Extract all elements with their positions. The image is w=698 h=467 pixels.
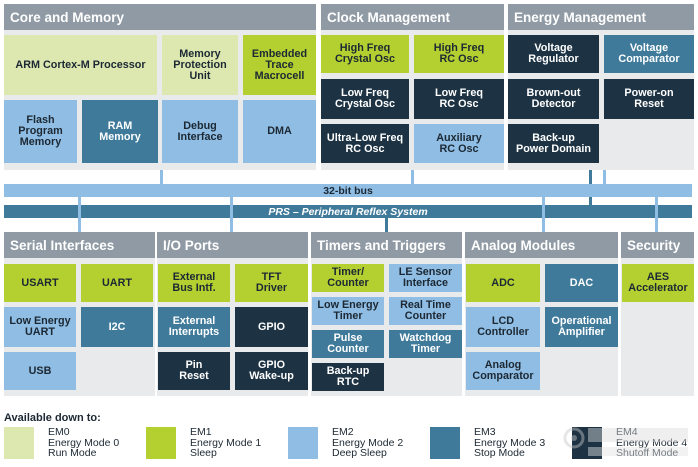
debug-interface-block: Debug Interface [162,100,238,163]
adc-block: ADC [466,264,540,302]
timers-triggers-header: Timers and Triggers [311,232,462,258]
flash-program-memory-block: Flash Program Memory [4,100,77,163]
arm-cortex-m-processor-block: ARM Cortex-M Processor [4,35,157,95]
energy-management-header: Energy Management [508,4,694,30]
legend-code: EM2 [332,426,354,438]
operational-amplifier-block: Operational Amplifier [545,307,618,347]
bus-connector [655,197,658,232]
external-interrupts-block: External Interrupts [158,307,230,347]
back-up-power-domain-block: Back-up Power Domain [508,124,599,163]
legend-code: EM0 [48,426,70,438]
back-up-rtc-block: Back-up RTC [312,363,384,391]
analog-comparator-block: Analog Comparator [466,352,540,390]
analog-modules-header: Analog Modules [465,232,618,258]
ram-memory-block: RAM Memory [82,100,158,163]
i2c-block: I2C [81,307,153,347]
high-freq-crystal-osc-block: High Freq Crystal Osc [321,35,409,73]
pin-reset-block: Pin Reset [158,352,230,390]
legend-item-em3: EM3 Energy Mode 3 Stop Mode [474,427,545,459]
clock-management-header: Clock Management [321,4,504,30]
32-bit-bus: 32-bit bus [4,184,692,197]
aes-accelerator-block: AES Accelerator [622,264,694,302]
bus-connector [411,170,414,184]
external-bus-interface-block: External Bus Intf. [158,264,230,302]
gpio-wake-up-block: GPIO Wake-up [235,352,308,390]
legend-item-em1: EM1 Energy Mode 1 Sleep [190,427,261,459]
bus-connector [385,218,388,232]
legend-code: EM4 [616,427,687,438]
low-freq-rc-osc-block: Low Freq RC Osc [414,79,504,119]
prs-bus: PRS – Peripheral Reflex System [4,205,692,218]
legend-item-em2: EM2 Energy Mode 2 Deep Sleep [332,427,403,459]
legend-mode: Sleep [190,447,217,459]
uart-block: UART [81,264,153,302]
legend-title: Available down to: [4,412,101,424]
bus-connector [603,170,606,184]
ultra-low-freq-rc-osc-block: Ultra-Low Freq RC Osc [321,124,409,163]
low-energy-timer-block: Low Energy Timer [312,297,384,325]
legend-code: EM1 [190,426,212,438]
watermark-logo-icon [563,427,688,456]
serial-interfaces-header: Serial Interfaces [4,232,155,258]
legend-name: Energy Mode 4 [616,436,688,449]
voltage-comparator-block: Voltage Comparator [604,35,694,73]
legend-code: EM3 [474,426,496,438]
tft-driver-block: TFT Driver [235,264,308,302]
legend-swatch-em0 [4,427,34,459]
watermark [560,420,694,464]
legend-mode: Run Mode [48,447,97,459]
timer-counter-block: Timer/ Counter [312,264,384,292]
low-energy-uart-block: Low Energy UART [4,307,76,347]
legend-name: Energy Mode 2 [332,436,404,449]
legend-mode: Shutoff Mode [616,448,687,459]
auxiliary-rc-osc-block: Auxiliary RC Osc [414,124,504,163]
dma-block: DMA [243,100,316,163]
high-freq-rc-osc-block: High Freq RC Osc [414,35,504,73]
memory-protection-unit-block: Memory Protection Unit [162,35,238,95]
security-header: Security [621,232,694,258]
bus-connector [160,170,163,184]
real-time-counter-block: Real Time Counter [389,297,462,325]
legend-item-em0: EM0 Energy Mode 0 Run Mode [48,427,119,459]
low-freq-crystal-osc-block: Low Freq Crystal Osc [321,79,409,119]
bus-connector [542,197,545,232]
legend-name: Energy Mode 3 [474,436,546,449]
gpio-block: GPIO [235,307,308,347]
legend-mode: Deep Sleep [332,447,387,459]
pulse-counter-block: Pulse Counter [312,330,384,358]
le-sensor-interface-block: LE Sensor Interface [389,264,462,292]
core-memory-header: Core and Memory [4,4,316,30]
legend-swatch-em4 [572,427,602,459]
usart-block: USART [4,264,76,302]
embedded-trace-macrocell-block: Embedded Trace Macrocell [243,35,316,95]
lcd-controller-block: LCD Controller [466,307,540,347]
dac-block: DAC [545,264,618,302]
voltage-regulator-block: Voltage Regulator [508,35,599,73]
io-ports-header: I/O Ports [157,232,308,258]
watchdog-timer-block: Watchdog Timer [389,330,462,358]
legend-swatch-em1 [146,427,176,459]
legend-item-em4: EM4 Energy Mode 4 Shutoff Mode [616,427,687,459]
legend-swatch-em2 [288,427,318,459]
bus-connector [230,197,233,232]
brown-out-detector-block: Brown-out Detector [508,79,599,119]
usb-block: USB [4,352,76,390]
legend-swatch-em3 [430,427,460,459]
legend-mode: Stop Mode [474,447,525,459]
bus-connector [78,197,81,232]
legend-name: Energy Mode 0 [48,436,120,449]
legend-name: Energy Mode 1 [190,436,262,449]
power-on-reset-block: Power-on Reset [604,79,694,119]
